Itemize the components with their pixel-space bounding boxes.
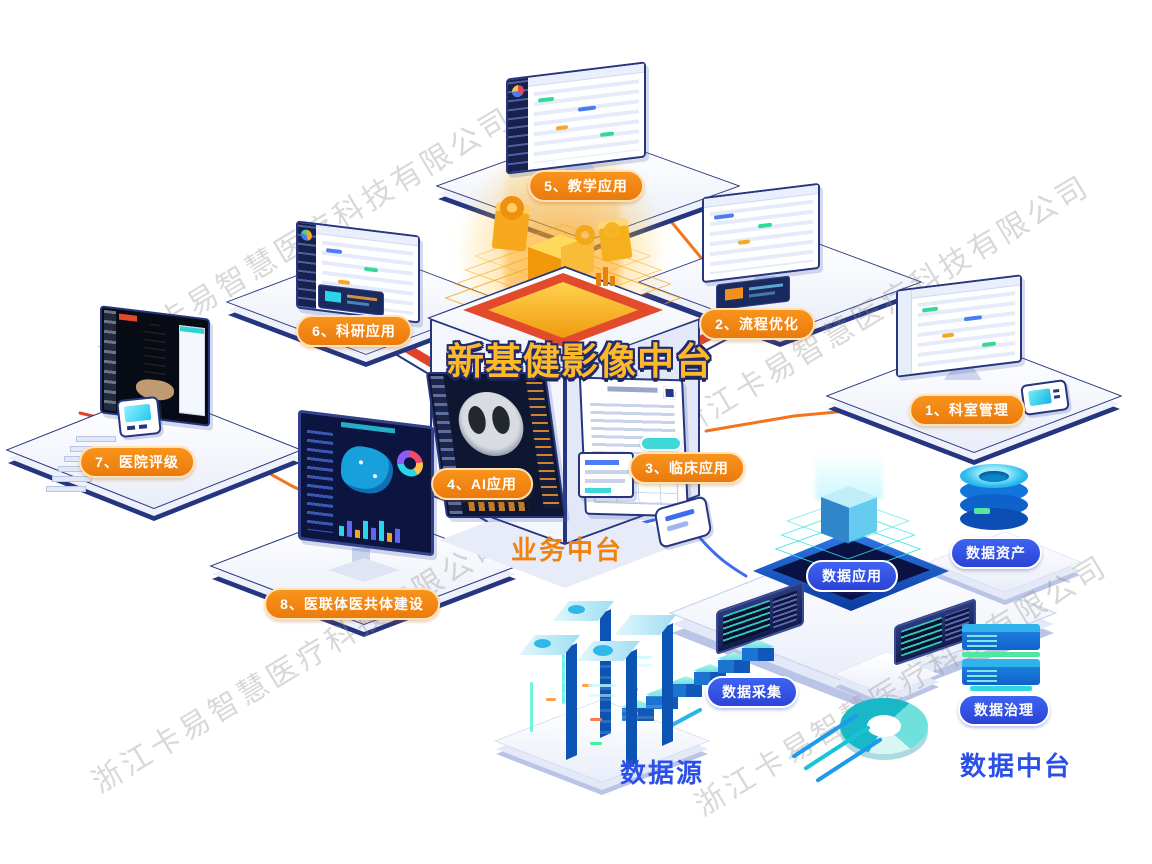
teal-tag-icon — [640, 436, 682, 451]
server-stack-icon — [962, 624, 1040, 691]
department-table-screen — [896, 274, 1022, 378]
label-research-application: 6、科研应用 — [296, 315, 412, 347]
label-department-management: 1、科室管理 — [909, 394, 1025, 426]
label-business-middle-platform: 业务中台 — [510, 535, 624, 565]
rating-terminal-device — [116, 395, 162, 439]
server-tower-icon — [553, 601, 614, 738]
speed-lines-icon — [786, 713, 896, 783]
hub-title: 新基健影像中台 — [447, 341, 713, 382]
label-hospital-rating: 7、医院评级 — [79, 446, 195, 478]
monitor-stand — [944, 368, 982, 380]
label-clinical-application: 3、临床应用 — [629, 452, 745, 484]
label-workflow-optimization: 2、流程优化 — [699, 308, 815, 340]
label-data-asset: 数据资产 — [950, 537, 1042, 569]
ring-chart-icon — [575, 225, 595, 245]
label-medical-alliance: 8、医联体医共体建设 — [264, 588, 440, 620]
label-data-application: 数据应用 — [806, 560, 898, 592]
alliance-bigscreen-dashboard — [298, 409, 434, 557]
card-reader-device — [1020, 378, 1070, 417]
label-teaching-application: 5、教学应用 — [528, 170, 644, 202]
label-data-middle-platform: 数据中台 — [959, 751, 1073, 781]
mini-result-card — [578, 452, 634, 498]
ring-chart-icon — [500, 196, 524, 220]
label-data-source: 数据源 — [619, 758, 705, 788]
teaching-dashboard-screen — [506, 61, 646, 175]
step-cube — [742, 640, 774, 662]
ring-chart-icon — [604, 222, 620, 238]
server-tower-icon — [577, 641, 640, 768]
step-cube — [718, 652, 750, 674]
server-tower-icon — [519, 635, 580, 760]
bar-chart-icon — [596, 266, 618, 286]
workflow-table-screen — [702, 182, 820, 284]
server-tower-icon — [615, 615, 676, 746]
label-ai-application: 4、AI应用 — [431, 468, 533, 500]
label-data-governance: 数据治理 — [958, 694, 1050, 726]
label-data-collection: 数据采集 — [706, 676, 798, 708]
database-icon — [960, 464, 1028, 530]
pie-donut-icon — [840, 698, 928, 754]
data-step-sub-platform — [834, 651, 940, 709]
